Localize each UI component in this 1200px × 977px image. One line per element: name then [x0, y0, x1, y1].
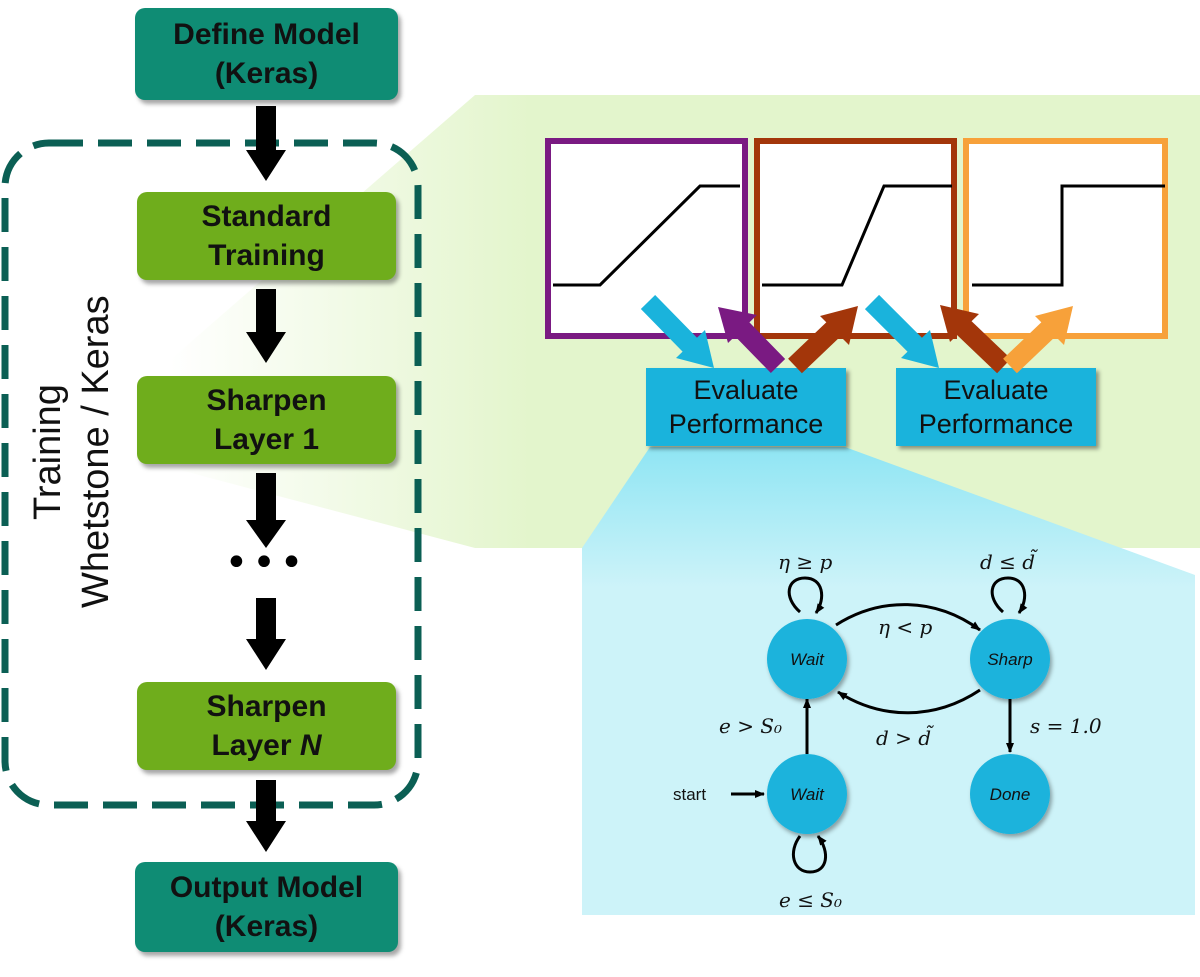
- sharpen-layer-n-line2: Layer N: [206, 726, 326, 765]
- label-sharp-to-wait: d > d̃: [876, 724, 934, 750]
- activation-curve-gradual: [553, 184, 740, 287]
- sharpen-layer-1-line1: Sharpen: [206, 384, 327, 417]
- arrow-eval1-to-panel1: [718, 307, 786, 373]
- label-wait-bottom-self: e ≤ S₀: [779, 888, 842, 912]
- evaluate-line2: Performance: [918, 409, 1074, 439]
- arrow-panel1-to-eval1: [640, 295, 714, 368]
- output-model-box: Output Model (Keras): [135, 862, 398, 952]
- self-loop-sharp: [990, 576, 1028, 614]
- define-model-box: Define Model (Keras): [135, 8, 398, 100]
- evaluate-line1: Evaluate: [693, 375, 799, 405]
- transition-sharp-to-wait: [837, 688, 981, 715]
- define-model-line2: (Keras): [214, 57, 319, 90]
- evaluate-line2: Performance: [668, 409, 824, 439]
- state-done: Done: [970, 754, 1050, 834]
- define-model-line1: Define Model: [173, 18, 360, 51]
- arrow-eval2-to-panel3: [1003, 306, 1073, 374]
- evaluate-line1: Evaluate: [943, 375, 1049, 405]
- state-wait-top: Wait: [767, 619, 847, 699]
- state-wait-top-label: Wait: [790, 650, 825, 669]
- self-loop-wait-bottom: [791, 835, 827, 874]
- arrow-sharpen1-to-ellipsis: [246, 473, 286, 548]
- activation-curve-step: [972, 184, 1165, 287]
- state-done-label: Done: [990, 785, 1031, 804]
- arrow-eval2-to-panel2: [940, 305, 1011, 374]
- state-sharp: Sharp: [970, 619, 1050, 699]
- sharpen-layer-n-variable: N: [299, 729, 322, 762]
- start-label: start: [673, 785, 706, 804]
- activation-panel-steep: [754, 138, 957, 339]
- sharpen-layer-1-line2: Layer 1: [213, 423, 320, 456]
- label-sharp-to-done: s = 1.0: [1030, 714, 1102, 738]
- label-wait-to-wait: e > S₀: [719, 714, 782, 738]
- state-sharp-label: Sharp: [987, 650, 1032, 669]
- arrow-sharpenN-to-output: [246, 780, 286, 852]
- label-sharp-self: d ≤ d̃: [980, 548, 1038, 574]
- arrow-ellipsis-to-sharpenN: [246, 598, 286, 670]
- state-wait-bottom: Wait: [767, 754, 847, 834]
- activation-curve-steep: [762, 184, 952, 287]
- arrow-define-to-standard: [246, 106, 286, 181]
- output-model-line1: Output Model: [169, 871, 364, 904]
- activation-panel-step: [963, 138, 1168, 339]
- output-model-line2: (Keras): [214, 910, 319, 943]
- state-wait-bottom-label: Wait: [790, 785, 825, 804]
- label-wait-to-sharp: η < p: [878, 615, 932, 639]
- standard-training-line1: Standard: [201, 200, 332, 233]
- standard-training-line2: Training: [208, 239, 325, 272]
- sharpen-layer-n-prefix: Layer: [211, 729, 300, 762]
- arrow-standard-to-sharpen1: [246, 289, 286, 363]
- arrow-panel2-to-eval2: [864, 294, 939, 368]
- label-wait-self: η ≥ p: [778, 550, 832, 574]
- ellipsis: •••: [224, 540, 308, 586]
- transition-wait-to-sharp: [835, 603, 981, 632]
- sharpen-layer-n-line1: Sharpen: [206, 690, 327, 723]
- arrow-eval1-to-panel2: [788, 306, 858, 374]
- self-loop-wait: [787, 576, 825, 614]
